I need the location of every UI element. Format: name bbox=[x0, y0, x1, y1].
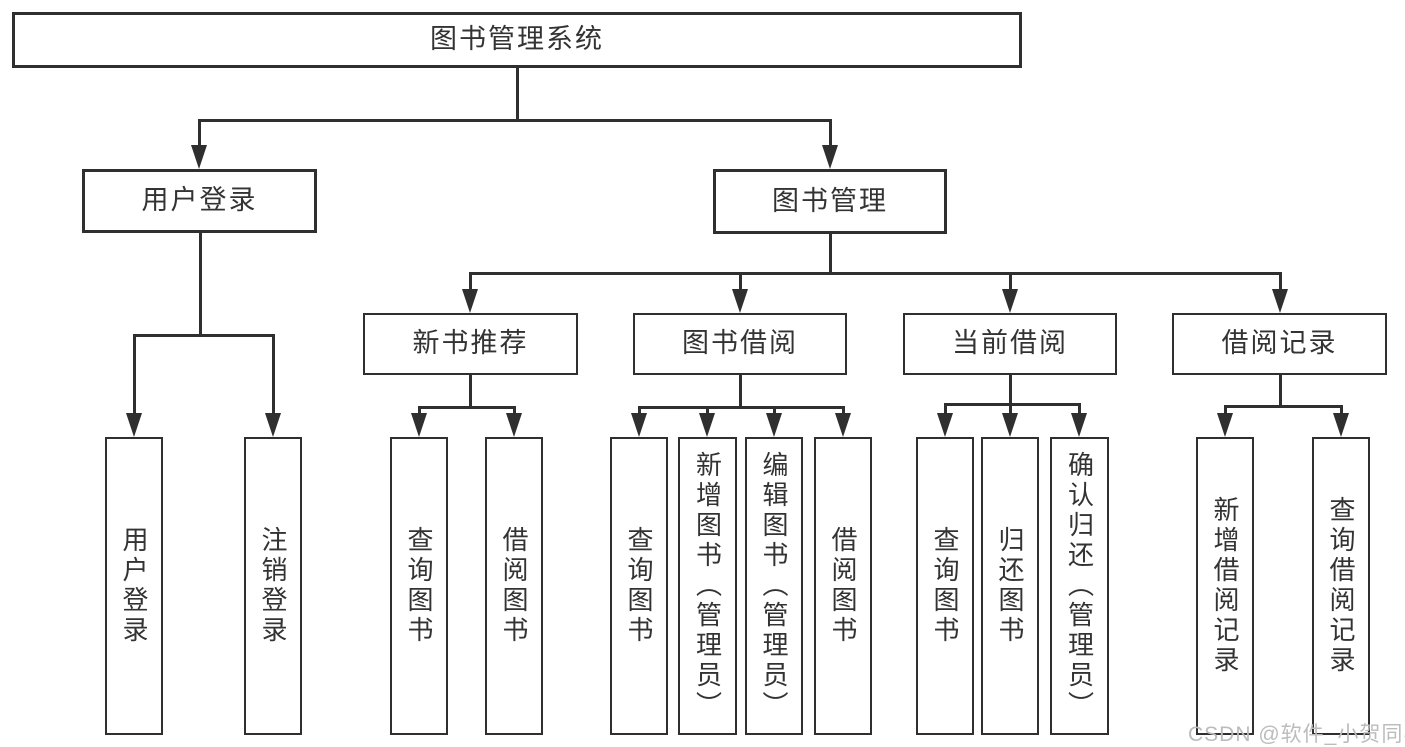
arrow-down-icon bbox=[126, 413, 142, 437]
arrow-down-icon bbox=[411, 413, 427, 437]
leaf-add-book-admin: 新增图书（管理员） bbox=[678, 437, 737, 735]
connector-user-login-rail bbox=[132, 333, 275, 337]
connector-to-borrowing-records bbox=[1278, 271, 1282, 292]
connector-to-leaf bbox=[841, 405, 845, 416]
connector-root-stub bbox=[515, 66, 519, 120]
leaf-query-borrow-record: 查询借阅记录 bbox=[1312, 437, 1370, 735]
node-borrowing-records: 借阅记录 bbox=[1172, 313, 1387, 375]
connector-to-user-login bbox=[197, 118, 201, 151]
arrow-down-icon bbox=[191, 145, 207, 169]
arrow-down-icon bbox=[835, 413, 851, 437]
leaf-label: 借阅图书 bbox=[828, 526, 858, 646]
leaf-label: 新增图书（管理员） bbox=[692, 451, 723, 721]
connector-to-leaf bbox=[705, 405, 709, 416]
arrow-down-icon bbox=[631, 413, 647, 437]
node-book-management: 图书管理 bbox=[713, 169, 947, 234]
leaf-edit-book-admin: 编辑图书（管理员） bbox=[745, 437, 803, 735]
connector-book-borrowing-rail bbox=[637, 405, 845, 409]
arrow-down-icon bbox=[766, 413, 782, 437]
node-label: 图书借阅 bbox=[682, 328, 798, 359]
node-book-borrowing: 图书借阅 bbox=[633, 313, 847, 375]
connector-borrowing-records-rail bbox=[1223, 404, 1343, 408]
arrow-down-icon bbox=[1333, 413, 1349, 437]
leaf-label: 查询借阅记录 bbox=[1326, 496, 1356, 676]
leaf-borrow-books-borrowing: 借阅图书 bbox=[814, 437, 872, 735]
arrow-down-icon bbox=[1217, 413, 1233, 437]
connector-book-management-stub bbox=[828, 232, 832, 274]
connector-to-leaf bbox=[772, 405, 776, 416]
connector-to-leaf bbox=[943, 403, 947, 415]
connector-to-leaf bbox=[1008, 403, 1012, 415]
arrow-down-icon bbox=[1002, 413, 1018, 437]
connector-book-borrowing-stub bbox=[738, 375, 742, 408]
arrow-down-icon bbox=[1002, 289, 1018, 313]
csdn-watermark: CSDN @软件_小贺同学 bbox=[1188, 723, 1405, 746]
arrow-down-icon bbox=[1272, 289, 1288, 313]
node-new-book-recommend: 新书推荐 bbox=[363, 313, 578, 375]
leaf-borrow-books-recommend: 借阅图书 bbox=[485, 437, 543, 735]
connector-level2-rail bbox=[197, 118, 832, 122]
node-label: 图书管理系统 bbox=[430, 24, 604, 55]
connector-to-leaf-user-login bbox=[132, 333, 136, 418]
leaf-label: 确认归还（管理员） bbox=[1064, 451, 1095, 721]
connector-level3-rail bbox=[468, 271, 1282, 275]
node-label: 借阅记录 bbox=[1221, 328, 1338, 359]
node-label: 新书推荐 bbox=[412, 328, 529, 359]
arrow-down-icon bbox=[699, 413, 715, 437]
leaf-label: 新增借阅记录 bbox=[1210, 496, 1240, 676]
arrow-down-icon bbox=[732, 289, 748, 313]
leaf-label: 用户登录 bbox=[119, 526, 149, 646]
connector-to-leaf bbox=[417, 405, 421, 416]
connector-to-leaf bbox=[1223, 404, 1227, 415]
node-current-borrowing: 当前借阅 bbox=[903, 313, 1117, 375]
connector-current-borrowing-stub bbox=[1008, 373, 1012, 405]
connector-borrowing-records-stub bbox=[1278, 373, 1282, 407]
leaf-query-books-recommend: 查询图书 bbox=[390, 437, 448, 735]
leaf-query-books-borrowing: 查询图书 bbox=[610, 437, 668, 735]
leaf-confirm-return-admin: 确认归还（管理员） bbox=[1050, 437, 1109, 735]
leaf-label: 编辑图书（管理员） bbox=[759, 451, 789, 721]
connector-to-leaf bbox=[1077, 403, 1081, 415]
arrow-down-icon bbox=[462, 289, 478, 313]
leaf-label: 查询图书 bbox=[624, 526, 654, 646]
connector-to-book-management bbox=[828, 118, 832, 151]
connector-current-borrowing-rail bbox=[943, 403, 1081, 406]
node-user-login: 用户登录 bbox=[82, 169, 317, 233]
connector-new-book-recommend-rail bbox=[417, 405, 516, 409]
arrow-down-icon bbox=[1071, 413, 1087, 437]
connector-user-login-stub bbox=[198, 231, 202, 335]
connector-to-leaf bbox=[512, 405, 516, 416]
node-label: 图书管理 bbox=[772, 185, 888, 216]
leaf-user-login: 用户登录 bbox=[105, 437, 163, 735]
node-label: 当前借阅 bbox=[952, 328, 1068, 359]
leaf-label: 查询图书 bbox=[930, 526, 960, 646]
leaf-label: 借阅图书 bbox=[499, 526, 529, 646]
leaf-label: 注销登录 bbox=[258, 526, 288, 646]
leaf-logout: 注销登录 bbox=[244, 437, 302, 735]
connector-new-book-recommend-stub bbox=[468, 373, 472, 408]
connector-to-leaf bbox=[637, 405, 641, 416]
connector-to-current-borrowing bbox=[1008, 271, 1012, 292]
arrow-down-icon bbox=[265, 413, 281, 437]
node-library-management-system: 图书管理系统 bbox=[12, 12, 1022, 68]
arrow-down-icon bbox=[822, 145, 838, 169]
arrow-down-icon bbox=[506, 413, 522, 437]
leaf-add-borrow-record: 新增借阅记录 bbox=[1196, 437, 1254, 735]
leaf-query-books-current: 查询图书 bbox=[916, 437, 974, 735]
connector-to-leaf bbox=[1339, 404, 1343, 415]
leaf-label: 归还图书 bbox=[995, 526, 1025, 646]
leaf-label: 查询图书 bbox=[404, 526, 434, 646]
connector-to-leaf-logout bbox=[271, 333, 275, 418]
connector-to-new-book-recommend bbox=[468, 271, 472, 292]
connector-to-book-borrowing bbox=[738, 271, 742, 292]
node-label: 用户登录 bbox=[141, 185, 258, 216]
leaf-return-books: 归还图书 bbox=[981, 437, 1039, 735]
arrow-down-icon bbox=[937, 413, 953, 437]
